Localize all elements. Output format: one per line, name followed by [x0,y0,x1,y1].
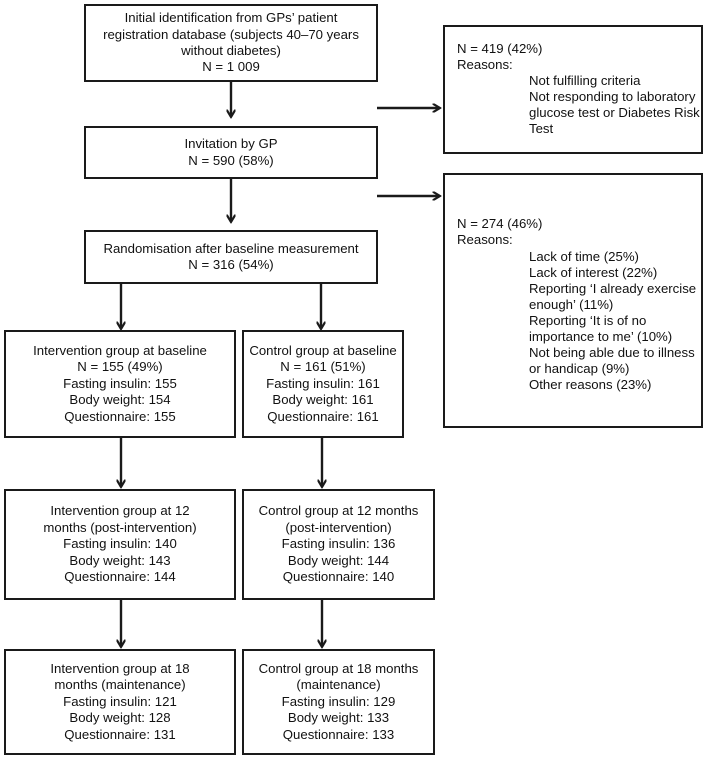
invitation-count: N = 590 (58%) [188,152,274,168]
intervention-12m-questionnaire: Questionnaire: 144 [64,569,176,585]
invitation-box: Invitation by GP N = 590 (58%) [84,126,378,179]
exclusion-1-reasons-label: Reasons: [457,57,513,72]
exclusion-2-reason: importance to me’ (10%) [529,329,673,344]
exclusion-box-1: N = 419 (42%) Reasons: Not fulfilling cr… [443,25,703,154]
intervention-18m-box: Intervention group at 18 months (mainten… [4,649,236,755]
intervention-12m-box: Intervention group at 12 months (post-in… [4,489,236,600]
control-12m-insulin: Fasting insulin: 136 [281,536,396,552]
intervention-12m-title-2: months (post-intervention) [43,519,197,535]
control-12m-questionnaire: Questionnaire: 140 [282,569,395,585]
control-18m-title-2: (maintenance) [296,677,381,693]
control-18m-insulin: Fasting insulin: 129 [281,693,396,709]
control-baseline-questionnaire: Questionnaire: 161 [267,408,379,424]
exclusion-2-reason: enough’ (11%) [529,297,614,312]
control-baseline-insulin: Fasting insulin: 161 [266,375,380,391]
exclusion-2-reason: Other reasons (23%) [529,377,652,392]
intervention-12m-weight: Body weight: 143 [69,552,171,568]
randomisation-label: Randomisation after baseline measurement [103,240,359,256]
invitation-label: Invitation by GP [184,136,278,152]
control-baseline-weight: Body weight: 161 [272,392,374,408]
identification-line-1: Initial identification from GPs’ patient [124,10,338,26]
exclusion-1-reason: Not fulfilling criteria [529,73,641,88]
exclusion-2-reasons-label: Reasons: [457,232,513,247]
control-12m-weight: Body weight: 144 [287,552,390,568]
randomisation-count: N = 316 (54%) [188,257,274,272]
control-12m-box: Control group at 12 months (post-interve… [242,489,435,600]
exclusion-2-reason: Not being able due to illness [529,345,695,360]
intervention-18m-insulin: Fasting insulin: 121 [63,693,177,709]
exclusion-2-reason: Reporting ‘It is of no [529,313,647,328]
identification-box: Initial identification from GPs’ patient… [84,4,378,82]
control-18m-box: Control group at 18 months (maintenance)… [242,649,435,755]
intervention-12m-insulin: Fasting insulin: 140 [63,536,177,552]
control-baseline-box: Control group at baseline N = 161 (51%) … [242,330,404,438]
exclusion-2-reason: Lack of time (25%) [529,249,639,264]
intervention-18m-questionnaire: Questionnaire: 131 [64,726,176,742]
randomisation-box: Randomisation after baseline measurement… [84,230,378,284]
intervention-baseline-title: Intervention group at baseline [33,342,207,358]
control-18m-weight: Body weight: 133 [287,710,390,726]
identification-line-2: registration database (subjects 40–70 ye… [103,26,359,42]
intervention-18m-weight: Body weight: 128 [69,710,171,726]
exclusion-box-2: N = 274 (46%) Reasons: Lack of time (25%… [443,173,703,428]
control-12m-title-1: Control group at 12 months [258,503,419,519]
control-baseline-count: N = 161 (51%) [280,359,366,375]
identification-line-3: without diabetes) [181,43,281,58]
identification-count: N = 1 009 [202,59,260,75]
control-18m-title-1: Control group at 18 months [258,660,419,676]
intervention-baseline-weight: Body weight: 154 [69,392,171,408]
control-18m-questionnaire: Questionnaire: 133 [282,726,395,742]
intervention-18m-title-1: Intervention group at 18 [50,660,190,676]
intervention-baseline-questionnaire: Questionnaire: 155 [64,408,176,424]
exclusion-1-count: N = 419 (42%) [457,41,543,56]
exclusion-1-reason: Test [529,121,554,136]
exclusion-1-reason: Not responding to laboratory [529,89,696,104]
intervention-baseline-count: N = 155 (49%) [77,359,163,375]
intervention-baseline-insulin: Fasting insulin: 155 [63,375,177,391]
intervention-12m-title-1: Intervention group at 12 [50,503,190,519]
control-baseline-title: Control group at baseline [249,342,397,358]
exclusion-2-reason: Lack of interest (22%) [529,265,658,280]
exclusion-2-count: N = 274 (46%) [457,216,543,231]
intervention-18m-title-2: months (maintenance) [54,677,186,693]
exclusion-2-reason: Reporting ‘I already exercise [529,281,697,296]
exclusion-2-reason: or handicap (9%) [529,361,630,376]
intervention-baseline-box: Intervention group at baseline N = 155 (… [4,330,236,438]
control-12m-title-2: (post-intervention) [285,519,392,535]
exclusion-1-reason: glucose test or Diabetes Risk [529,105,700,120]
